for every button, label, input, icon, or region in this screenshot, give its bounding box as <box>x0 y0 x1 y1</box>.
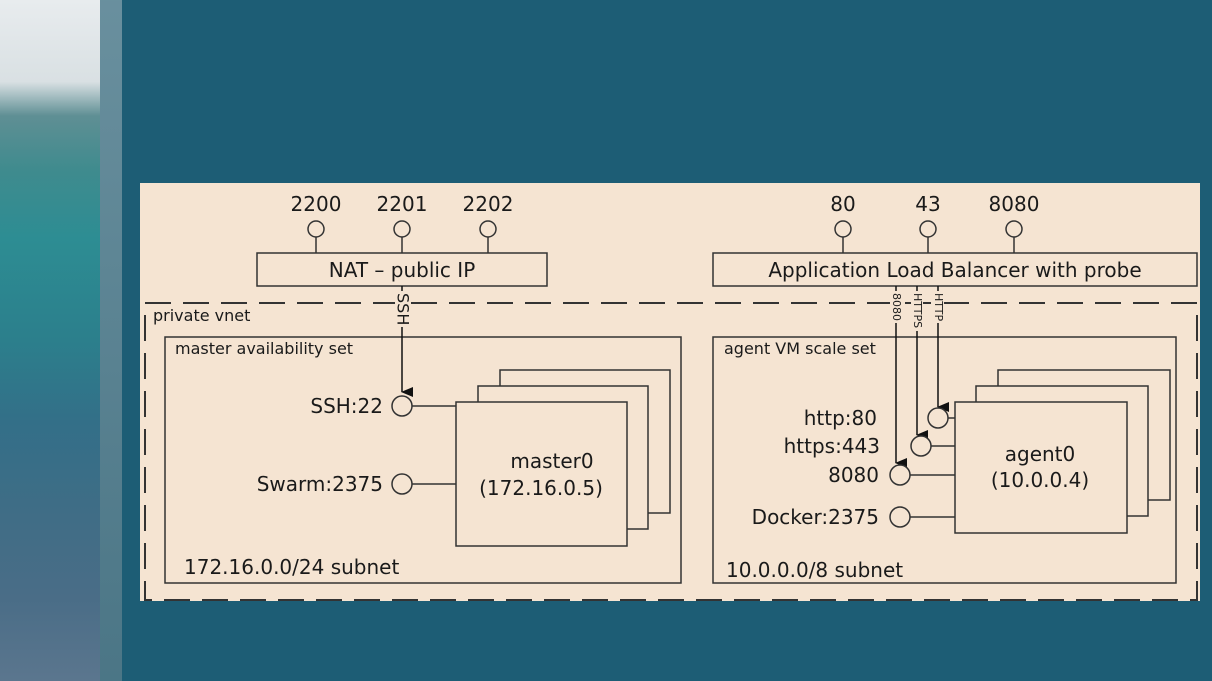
agent0-vm-ip: (10.0.0.4) <box>991 468 1089 492</box>
agent-set-label: agent VM scale set <box>724 339 876 358</box>
alb-port-label: 80 <box>830 192 855 216</box>
ocean-wave-image <box>0 0 100 681</box>
nat-port-label: 2202 <box>463 192 514 216</box>
alb-port-8080 <box>1005 220 1023 253</box>
alb-port-label: 8080 <box>989 192 1040 216</box>
agent0-vm-box <box>954 401 1128 534</box>
master0-vm-box <box>455 401 628 547</box>
agent-endpoint-docker <box>889 506 955 528</box>
agent-endpoint-docker-label: Docker:2375 <box>752 505 879 529</box>
master0-vm-ip: (172.16.0.5) <box>479 476 603 500</box>
nat-port-2201 <box>393 220 411 253</box>
decorative-band <box>100 0 122 681</box>
nat-port-label: 2201 <box>377 192 428 216</box>
agent-vm-scale-set-box <box>712 336 1177 584</box>
alb-port-80 <box>834 220 852 253</box>
master-endpoint-swarm-label: Swarm:2375 <box>257 472 383 496</box>
private-vnet-boundary <box>144 302 1198 601</box>
agent-endpoint-8080 <box>889 464 955 486</box>
architecture-diagram: 2200 2201 2202 NAT – public IP 80 43 808… <box>144 192 1198 601</box>
alb-port-label: 43 <box>915 192 940 216</box>
ssh-link-label: SSH <box>394 293 413 325</box>
master-endpoint-ssh <box>391 395 456 417</box>
agent-endpoint-http <box>927 407 955 429</box>
master-endpoint-ssh-label: SSH:22 <box>310 394 383 418</box>
master-subnet-label: 172.16.0.0/24 subnet <box>184 555 399 579</box>
architecture-diagram-panel: 2200 2201 2202 NAT – public IP 80 43 808… <box>140 183 1200 601</box>
master0-vm-name: master0 <box>510 449 593 473</box>
nat-port-2200 <box>307 220 325 253</box>
alb-http-link-label: HTTP <box>932 293 945 322</box>
agent-endpoint-https-label: https:443 <box>784 434 880 458</box>
alb-box <box>712 252 1198 287</box>
agent-subnet-label: 10.0.0.0/8 subnet <box>726 558 903 582</box>
nat-label: NAT – public IP <box>329 258 476 282</box>
agent0-vm-name: agent0 <box>1005 442 1076 466</box>
agent-endpoint-https <box>910 435 955 457</box>
master-set-label: master availability set <box>175 339 353 358</box>
nat-port-2202 <box>479 220 497 253</box>
decorative-band-highlight <box>100 0 122 681</box>
alb-label: Application Load Balancer with probe <box>768 258 1141 282</box>
private-vnet-label: private vnet <box>153 306 250 325</box>
agent-endpoint-8080-label: 8080 <box>828 463 879 487</box>
master-availability-set-box <box>164 336 682 584</box>
agent-endpoint-http-label: http:80 <box>804 406 877 430</box>
master-endpoint-swarm <box>391 473 456 495</box>
nat-port-label: 2200 <box>291 192 342 216</box>
alb-8080-link-label: 8080 <box>890 293 903 321</box>
alb-port-43 <box>919 220 937 253</box>
alb-https-link-label: HTTPS <box>911 293 924 328</box>
